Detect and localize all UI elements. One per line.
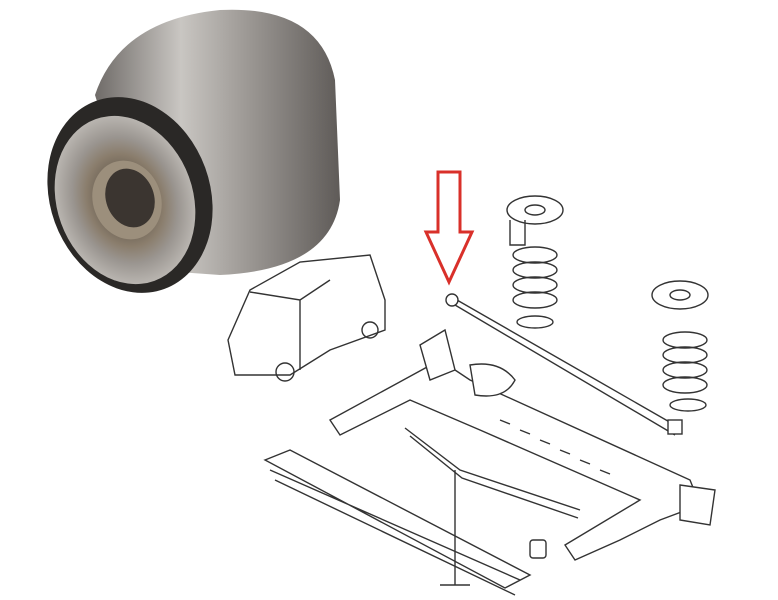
van-thumbnail [227, 254, 386, 382]
suspension-diagram [227, 195, 716, 596]
down-arrow-icon [423, 170, 475, 286]
bushing-photo [47, 9, 340, 293]
spring-left [506, 195, 564, 329]
spring-right [651, 280, 709, 412]
